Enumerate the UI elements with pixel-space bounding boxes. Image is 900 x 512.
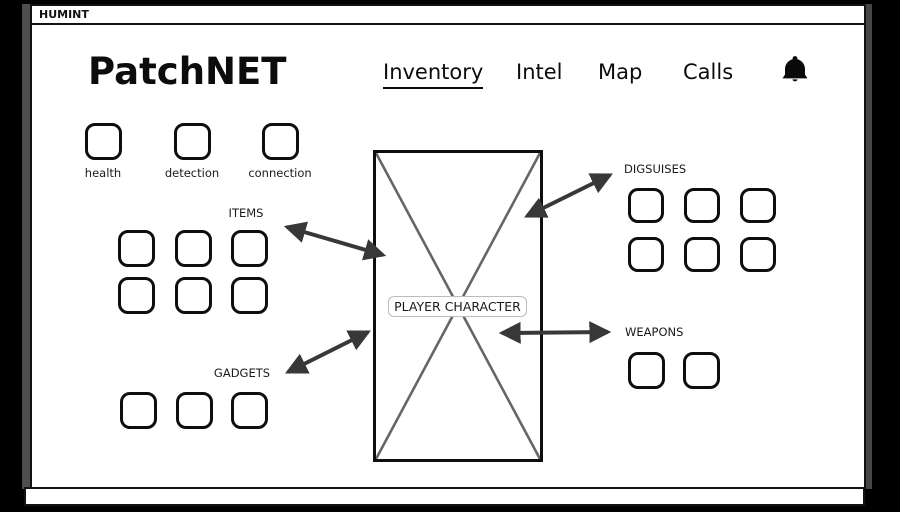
item-slot[interactable] (231, 230, 268, 267)
app-logo: PatchNET (88, 50, 287, 93)
disguise-slot[interactable] (628, 237, 664, 272)
disguise-slot[interactable] (740, 237, 776, 272)
disguise-slot[interactable] (628, 188, 664, 223)
window-title: HUMINT (39, 8, 89, 21)
notification-bell-icon[interactable] (778, 52, 812, 88)
disguises-section-label: DIGSUISES (624, 162, 687, 176)
weapons-section-label: WEAPONS (625, 325, 684, 339)
gadget-slot[interactable] (120, 392, 157, 429)
detection-label: detection (164, 166, 220, 180)
nav-tab-calls[interactable]: Calls (683, 60, 734, 84)
disguise-slot[interactable] (684, 188, 720, 223)
item-slot[interactable] (175, 277, 212, 314)
nav-tab-map[interactable]: Map (598, 60, 643, 84)
player-character-tag: PLAYER CHARACTER (388, 296, 527, 317)
weapon-slot[interactable] (628, 352, 665, 389)
detection-indicator-box (174, 123, 211, 160)
item-slot[interactable] (231, 277, 268, 314)
disguise-slot[interactable] (684, 237, 720, 272)
nav-tab-intel[interactable]: Intel (516, 60, 563, 84)
items-section-label: ITEMS (228, 206, 264, 220)
item-slot[interactable] (118, 230, 155, 267)
disguise-slot[interactable] (740, 188, 776, 223)
item-slot[interactable] (118, 277, 155, 314)
connection-label: connection (248, 166, 312, 180)
gadget-slot[interactable] (176, 392, 213, 429)
window-titlebar: HUMINT (32, 6, 864, 25)
health-indicator-box (85, 123, 122, 160)
nav-tab-inventory[interactable]: Inventory (383, 60, 484, 89)
gadget-slot[interactable] (231, 392, 268, 429)
health-label: health (84, 166, 122, 180)
item-slot[interactable] (175, 230, 212, 267)
gadgets-section-label: GADGETS (213, 366, 271, 380)
bottom-bar (24, 487, 865, 506)
weapon-slot[interactable] (683, 352, 720, 389)
connection-indicator-box (262, 123, 299, 160)
